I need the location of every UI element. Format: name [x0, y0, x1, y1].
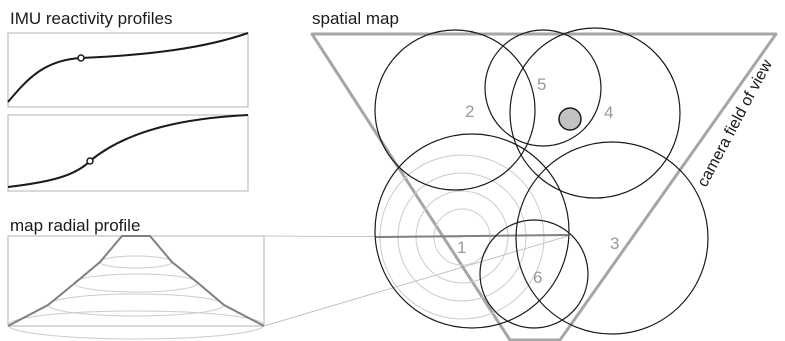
- zone-circle-5: [484, 29, 602, 147]
- imu-profile-1-marker: [77, 54, 85, 62]
- position-marker: [558, 107, 582, 131]
- zone-label-1: 1: [457, 238, 466, 257]
- camera-fov-label: camera field of view: [695, 57, 777, 190]
- zone-label-4: 4: [604, 103, 613, 122]
- radial-ring: [47, 293, 225, 317]
- zone-label-6: 6: [533, 268, 542, 287]
- zone-label-2: 2: [465, 102, 474, 121]
- zone-circles: [374, 27, 709, 335]
- camera-field-of-view: [310, 32, 778, 341]
- zone-label-5: 5: [537, 75, 546, 94]
- radial-profile-title: map radial profile: [10, 216, 140, 235]
- imu-profiles-title: IMU reactivity profiles: [10, 9, 172, 28]
- zone-labels: 1 2 3 4 5 6: [457, 75, 619, 287]
- imu-profile-2-curve: [7, 114, 249, 188]
- radial-ring: [7, 310, 265, 340]
- zone-circle-6: [479, 219, 589, 329]
- imu-profile-1-frame: [7, 32, 249, 108]
- radial-profile-curve: [7, 235, 265, 327]
- radial-profile-rings: [7, 255, 265, 340]
- radial-section-line: [375, 234, 569, 238]
- radial-ring: [73, 273, 199, 293]
- zone-circle-4: [509, 27, 681, 199]
- zone-circle-1: [374, 133, 570, 329]
- radial-profile-frame: [7, 235, 265, 327]
- zone-label-3: 3: [610, 234, 619, 253]
- spatial-map-title: spatial map: [312, 9, 399, 28]
- zone-circle-3: [515, 141, 709, 335]
- imu-profile-1-curve: [7, 32, 249, 103]
- imu-profile-2-frame: [7, 114, 249, 192]
- radial-ring: [99, 255, 173, 269]
- imu-profile-2-marker: [86, 157, 94, 165]
- zone-circle-2: [374, 29, 536, 191]
